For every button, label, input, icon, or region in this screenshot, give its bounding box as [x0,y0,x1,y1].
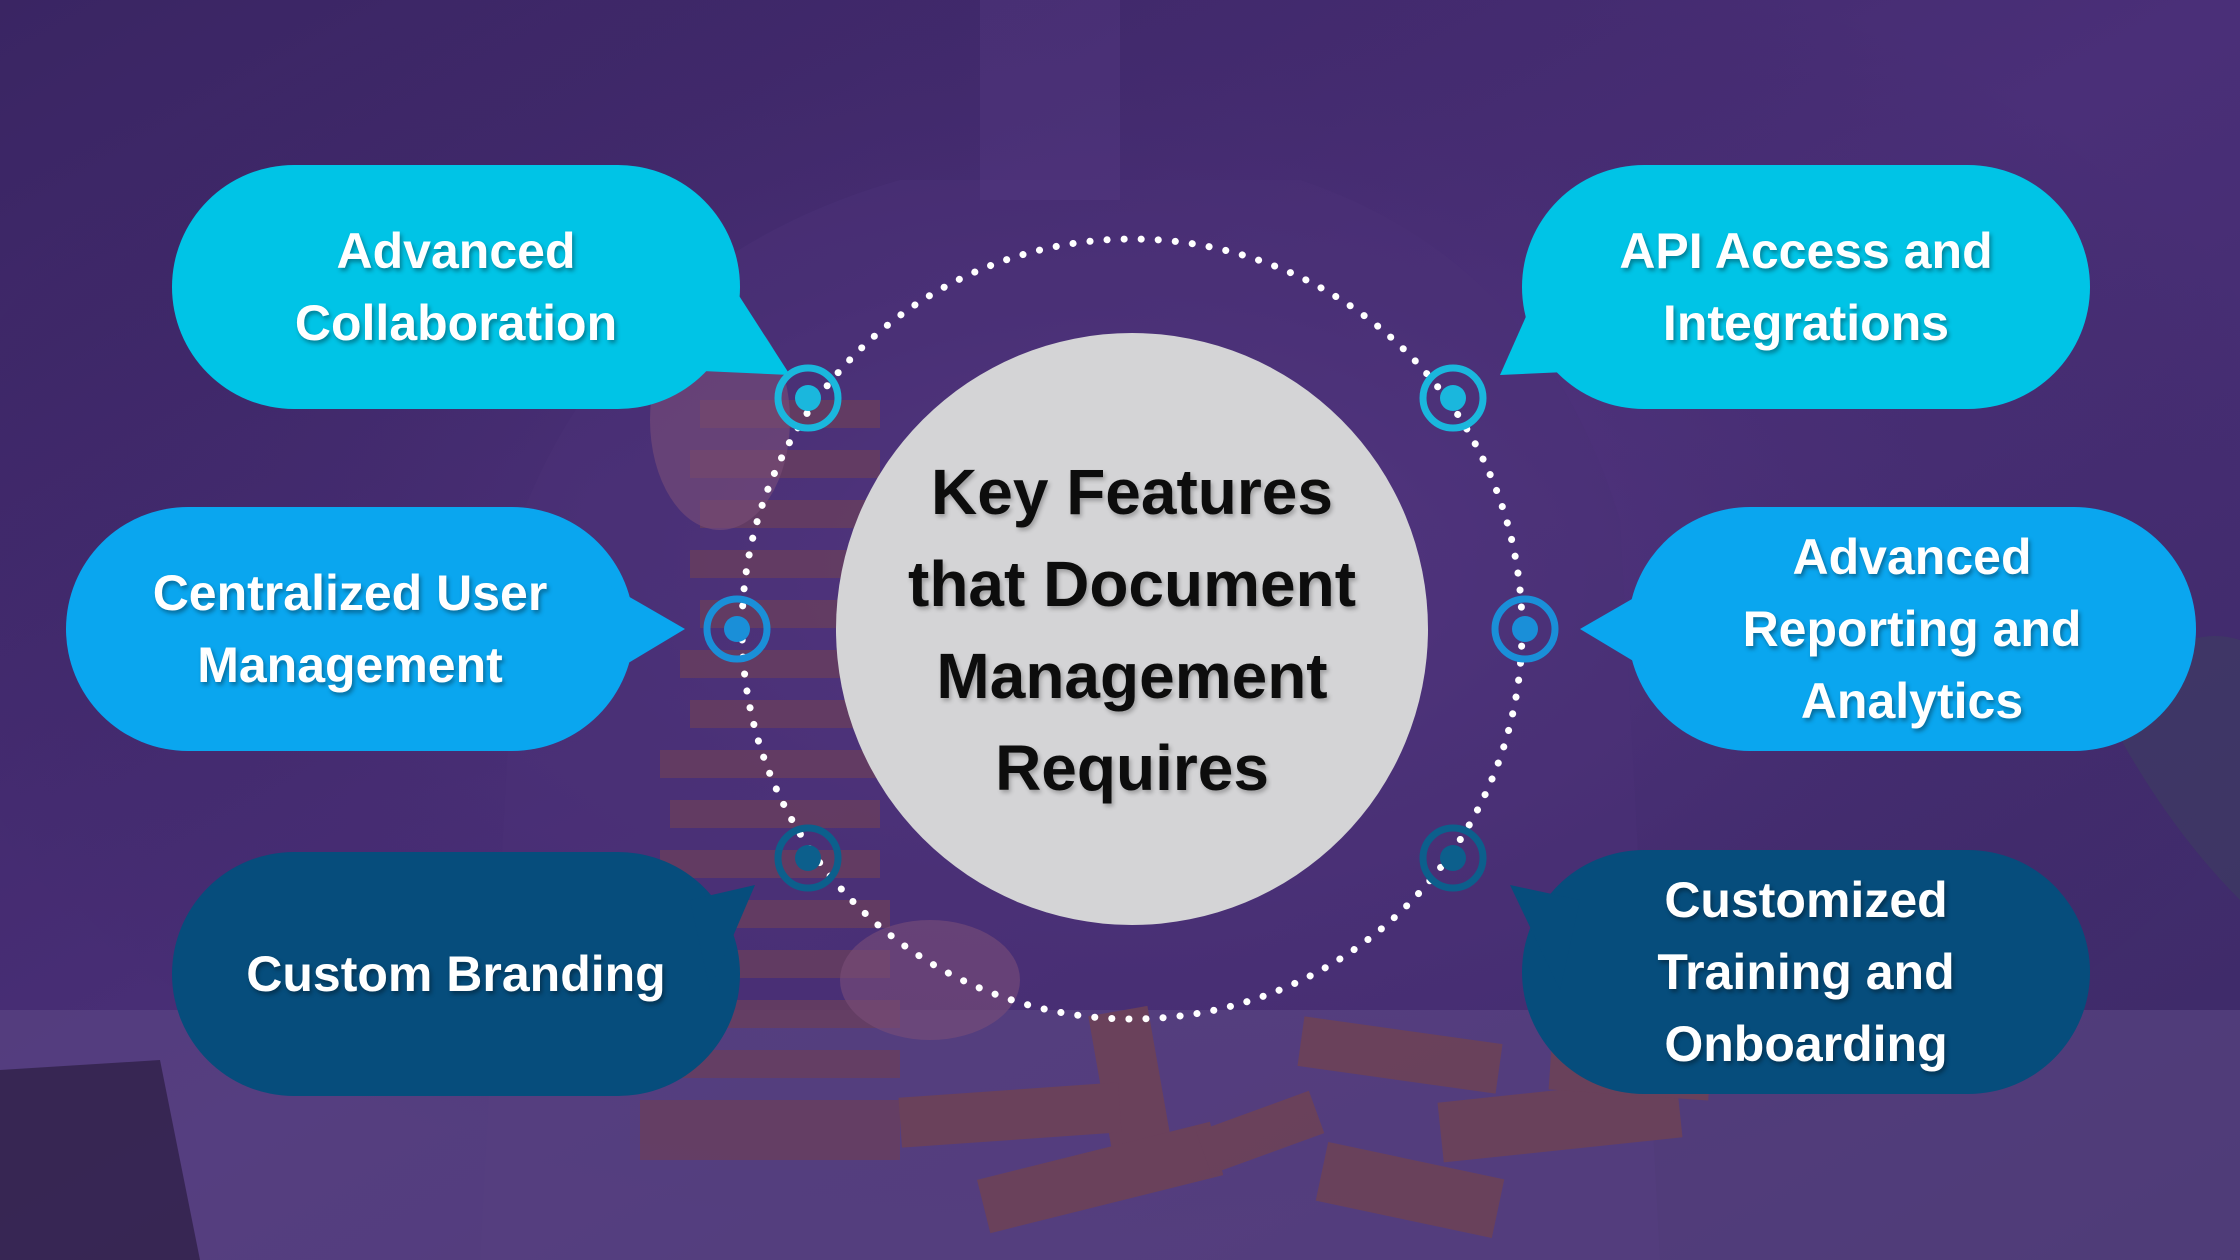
feature-label: API Access and Integrations [1619,223,1993,351]
marker-advanced-collaboration [774,364,842,432]
feature-label: Customized Training and Onboarding [1657,872,1955,1072]
marker-centralized-user-management [703,595,771,663]
bubble-api-access [1500,165,2090,409]
marker-custom-branding [774,824,842,892]
marker-api-access [1419,364,1487,432]
center-title: Key Features that Document Management Re… [852,400,1412,860]
feature-label: Centralized User Management [152,565,548,693]
marker-customized-training [1419,824,1487,892]
feature-advanced-reporting: Advanced Reporting and Analytics [1628,507,2196,751]
center-circle [836,333,1428,925]
marker-advanced-reporting [1491,595,1559,663]
feature-custom-branding: Custom Branding [172,852,740,1096]
feature-api-access: API Access and Integrations [1522,165,2090,409]
feature-centralized-user-management: Centralized User Management [66,507,634,751]
feature-label: Custom Branding [246,946,666,1002]
feature-customized-training: Customized Training and Onboarding [1522,850,2090,1094]
bubble-customized-training [1510,850,2090,1094]
feature-label: Advanced Reporting and Analytics [1742,529,2082,729]
center-title-text: Key Features that Document Management Re… [908,456,1356,804]
bubble-centralized-user-management [66,507,685,751]
bubble-advanced-collaboration [172,165,790,409]
bubble-advanced-reporting [1580,507,2196,751]
feature-advanced-collaboration: Advanced Collaboration [172,165,740,409]
feature-label: Advanced Collaboration [294,223,618,351]
bubble-custom-branding [172,852,755,1096]
